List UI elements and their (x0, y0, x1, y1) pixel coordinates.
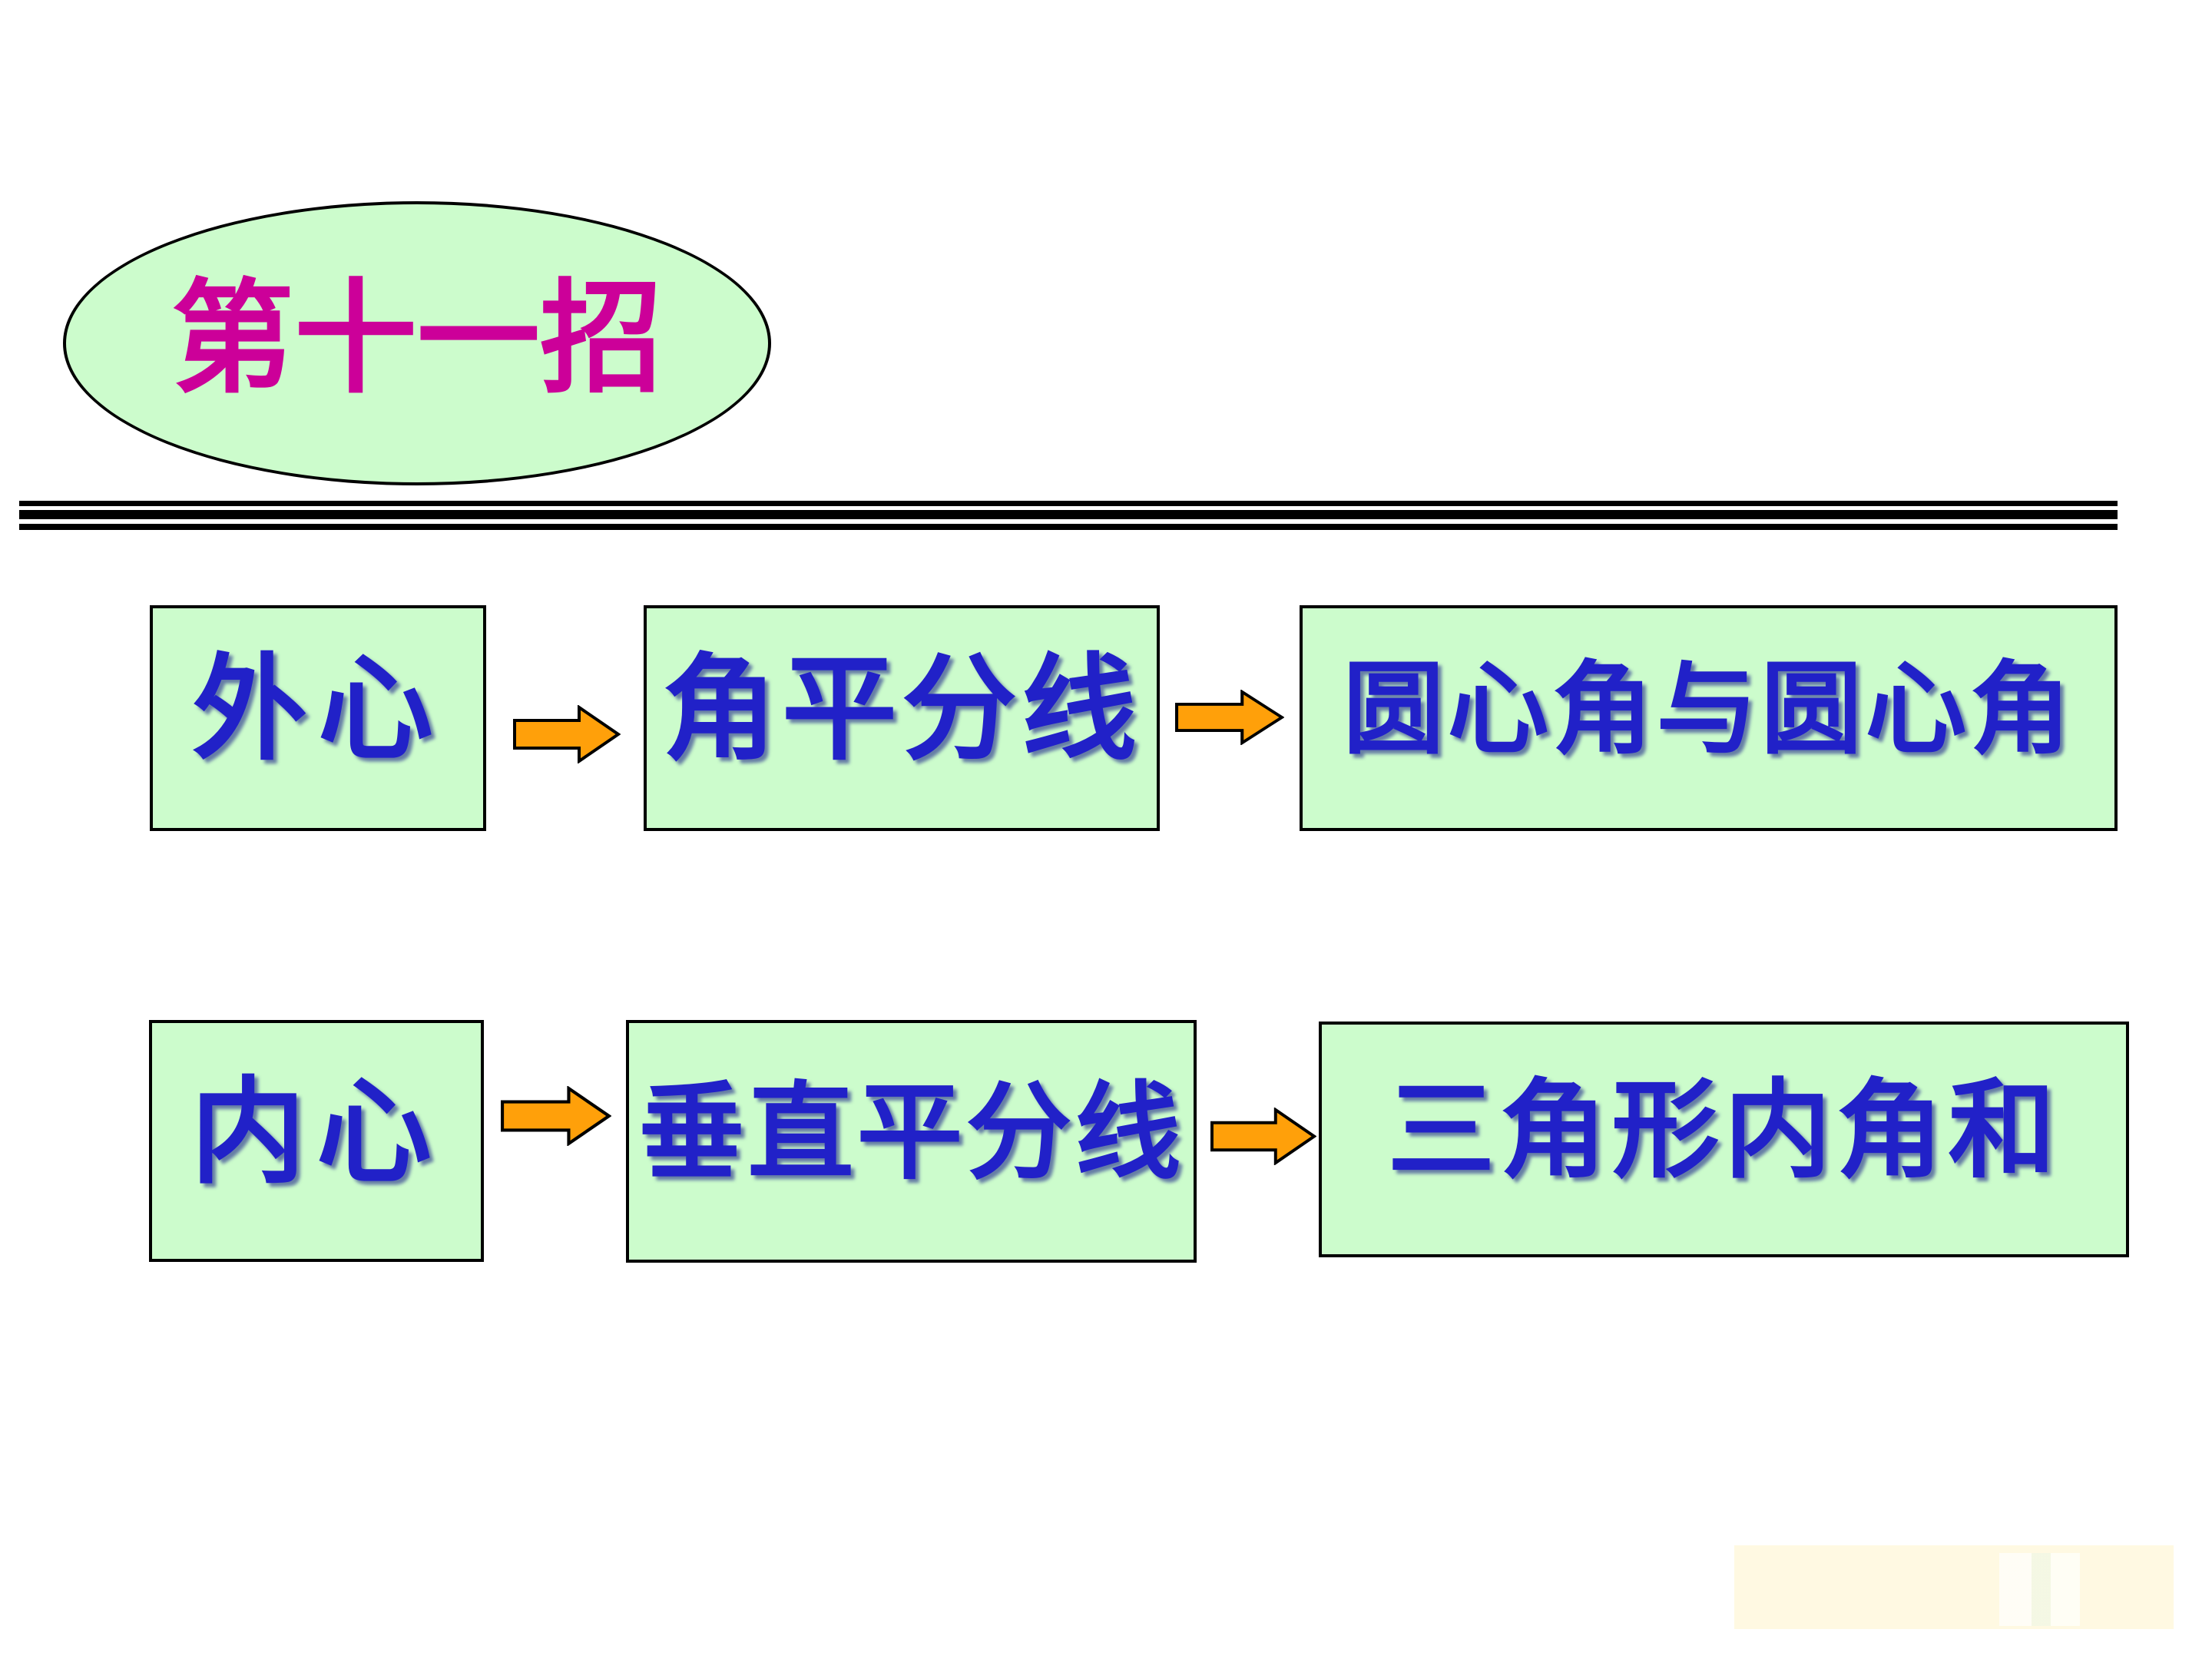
title-ellipse: 第十一招 (63, 201, 771, 485)
flow-box-central-angles: 圆心角与圆心角 (1300, 605, 2118, 831)
flow-box-circumcenter: 外心 (150, 605, 486, 831)
flow-box-label: 垂直平分线 (638, 1075, 1184, 1192)
flow-box-incenter: 内心 (149, 1020, 484, 1262)
flow-box-label: 三角形内角和 (1387, 1071, 2061, 1191)
flow-box-triangle-angle-sum: 三角形内角和 (1319, 1022, 2129, 1257)
slide-title: 第十一招 (171, 270, 663, 407)
flow-box-perpendicular-bisector: 垂直平分线 (626, 1020, 1197, 1263)
flow-box-angle-bisector: 角平分线 (644, 605, 1160, 831)
divider-line-middle (19, 510, 2118, 519)
flow-box-label: 圆心角与圆心角 (1343, 654, 2075, 767)
arrow-right-icon (1175, 690, 1284, 745)
flow-box-label: 内心 (190, 1069, 442, 1197)
flow-arrow-3 (501, 1086, 611, 1146)
arrow-right-icon (501, 1086, 611, 1146)
flow-box-label: 外心 (191, 647, 444, 774)
watermark-pattern (1970, 1553, 2131, 1626)
arrow-right-icon (513, 705, 621, 763)
divider-line-top (19, 501, 2118, 506)
flow-arrow-2 (1175, 690, 1284, 745)
flow-box-label: 角平分线 (661, 647, 1141, 774)
flow-arrow-1 (513, 705, 621, 763)
divider-line-bottom (19, 524, 2118, 530)
triple-line-divider (19, 501, 2118, 530)
flow-arrow-4 (1210, 1108, 1316, 1165)
watermark-rect (1734, 1545, 2174, 1629)
arrow-right-icon (1210, 1108, 1316, 1165)
